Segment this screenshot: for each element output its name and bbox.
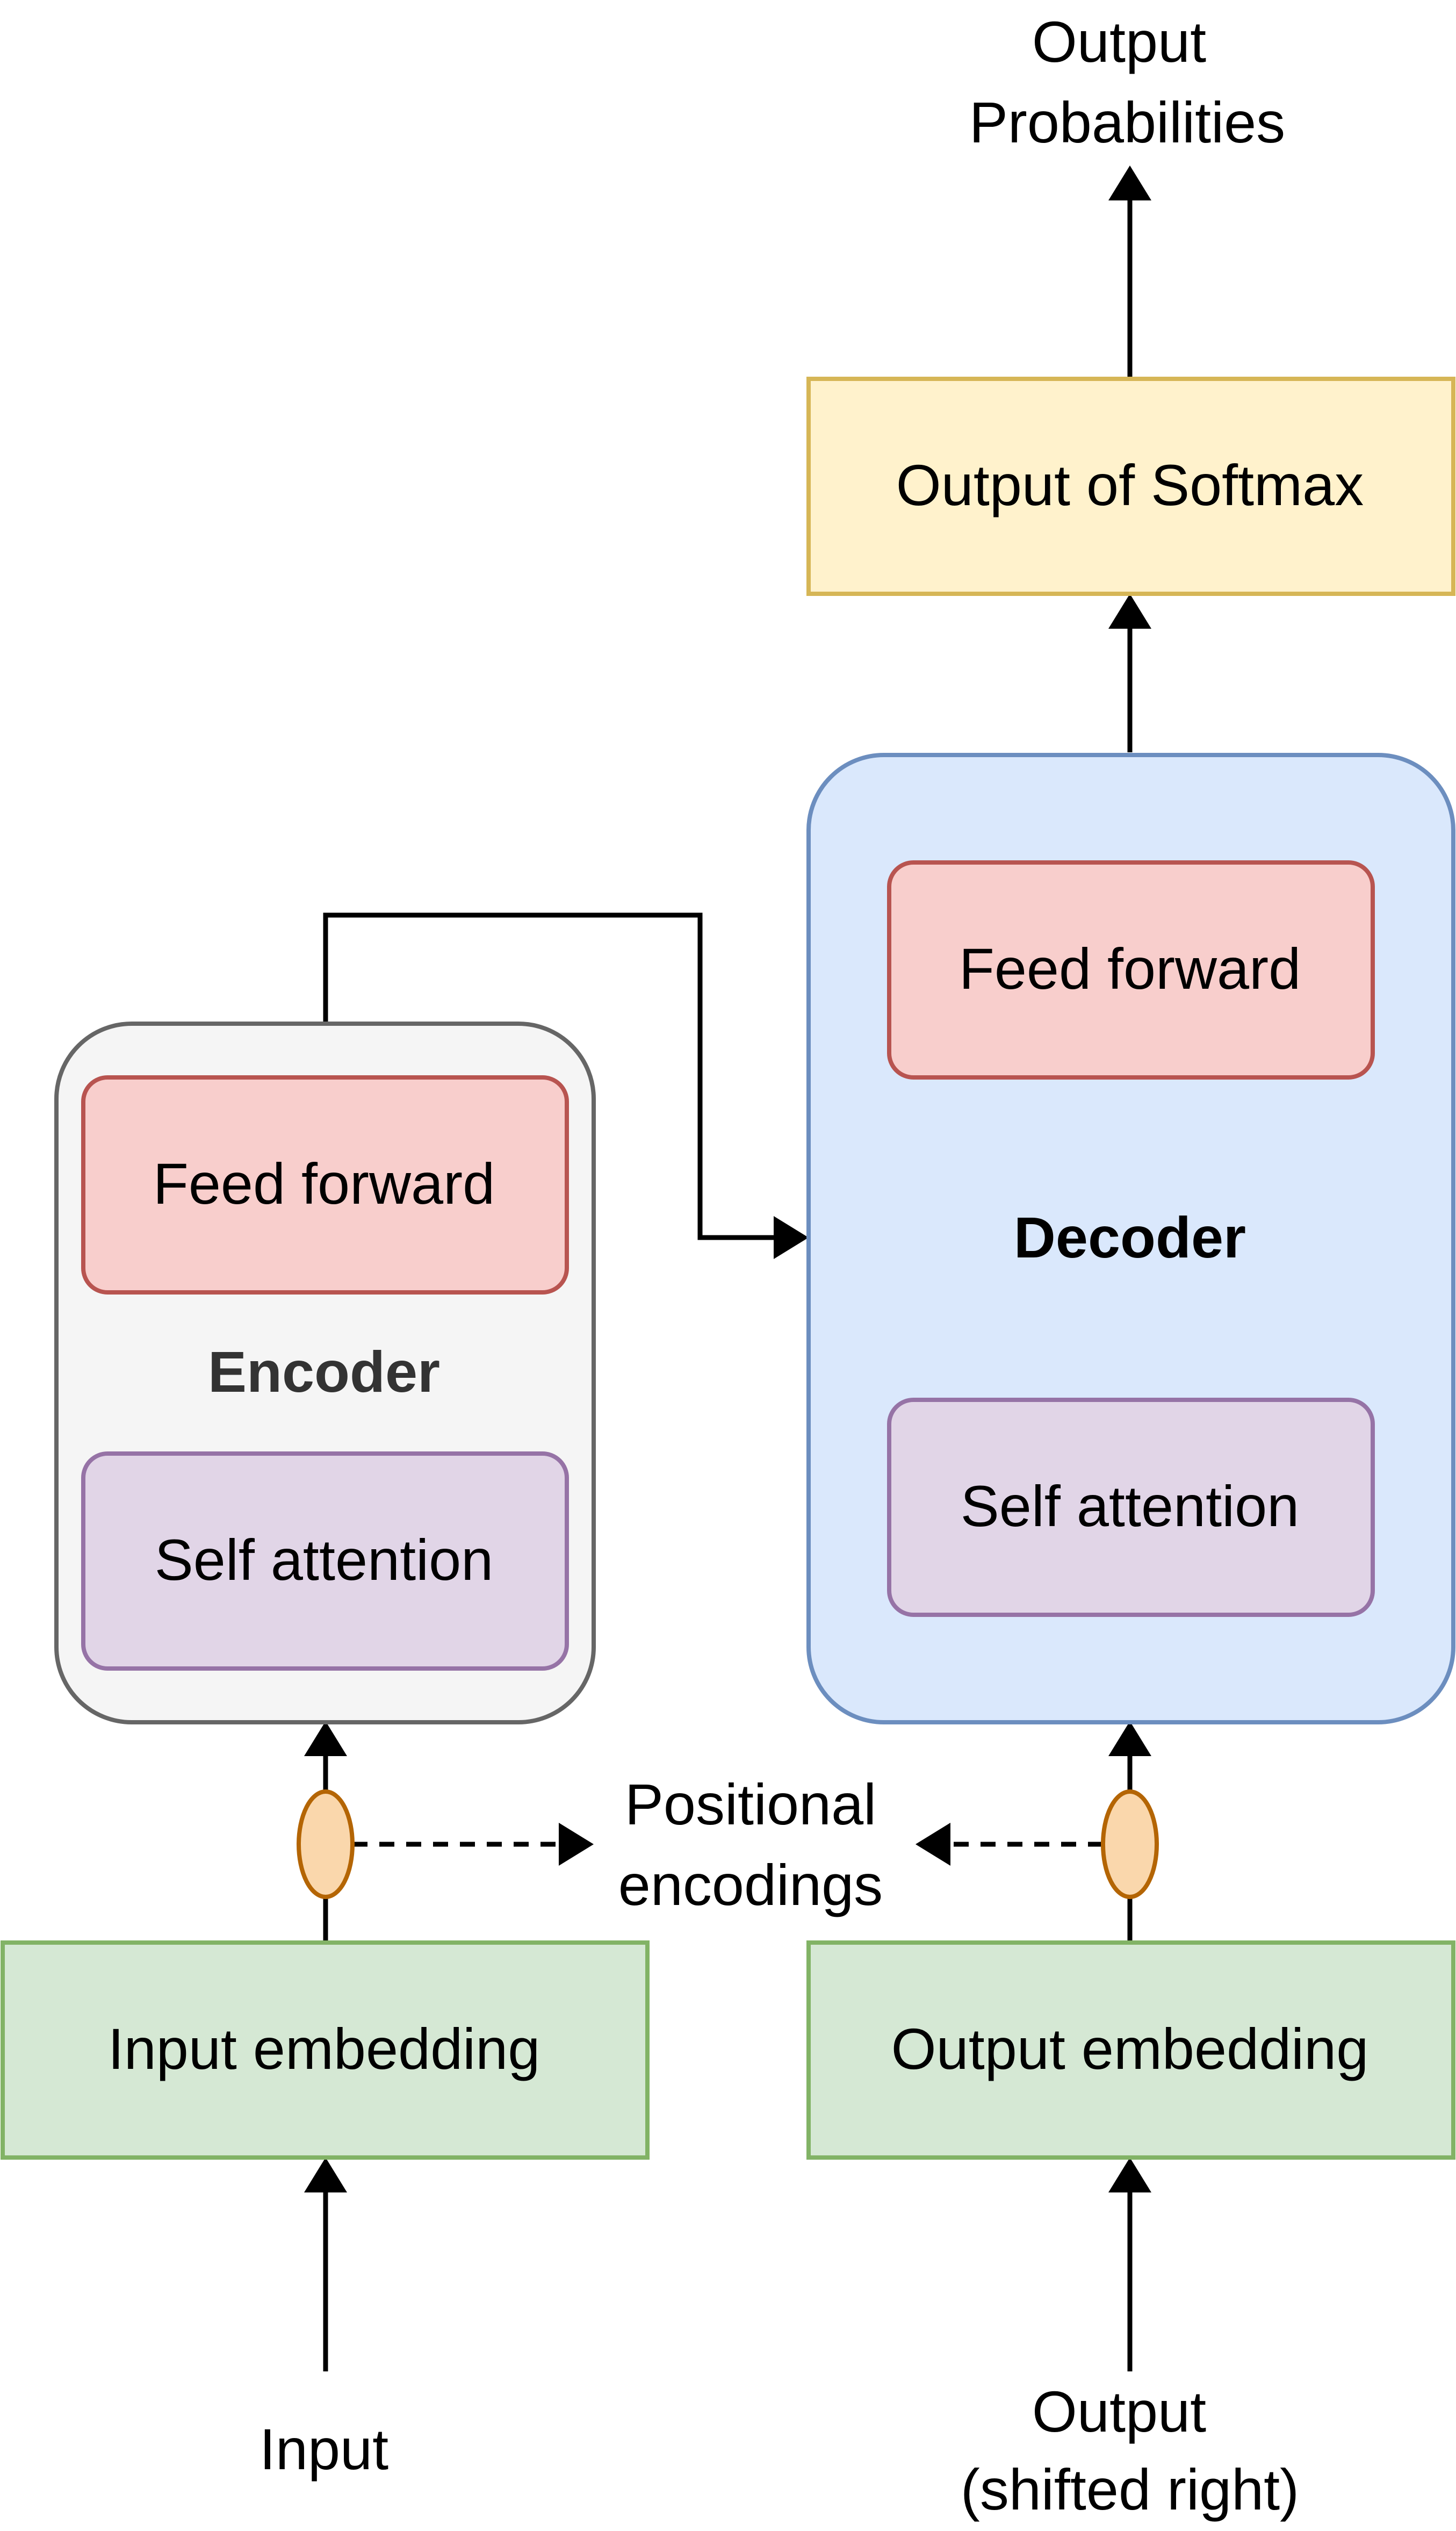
encoder-feed-forward-shape [81,1075,569,1295]
softmax-box: Output of Softmax [806,377,1455,596]
decoder-feed-forward-box: Feed forward [887,860,1375,1080]
encoder-self-attention-box: Self attention [81,1451,569,1671]
encoder-feed-forward-box: Feed forward [81,1075,569,1295]
encoder-positional-node [297,1789,355,1899]
decoder-self-attention-shape [887,1398,1375,1617]
decoder-input-arrowhead [1108,1721,1151,1756]
output-shifted-label: Output (shifted right) [961,2379,1299,2522]
output-embedding-shape [806,1940,1455,2160]
output-shifted-line-2: (shifted right) [961,2457,1299,2522]
decoder-title: Decoder [1014,1205,1246,1270]
decoder-positional-arrowhead [916,1823,950,1866]
encoder-title: Encoder [208,1339,440,1404]
input-embedding-label: Input embedding [108,2016,540,2081]
decoder-self-attention-label: Self attention [961,1473,1299,1538]
input-embedding-shape [1,1940,650,2160]
encoder-block: Feed forward Encoder Self attention [54,1022,596,1724]
output-probabilities-line-1: Output [1032,9,1206,74]
decoder-side-arrowhead [774,1216,809,1259]
encoder-feed-forward-label: Feed forward [153,1151,495,1216]
decoder-self-attention-box: Self attention [887,1398,1375,1617]
encoder-positional-arrowhead [559,1823,594,1866]
encoder-to-decoder-edge [323,912,774,1240]
encoder-self-attention-shape [81,1451,569,1671]
softmax-box-shape [806,377,1455,596]
positional-encodings-label: Positional encodings [618,1772,883,1917]
output-probabilities-line-2: Probabilities [969,90,1285,155]
output-probabilities-label: Output Probabilities [969,9,1285,155]
output-embedding-arrowhead [1108,2158,1151,2192]
encoder-self-attention-label: Self attention [155,1527,493,1592]
input-embedding-arrowhead [304,2158,347,2192]
output-embedding-box: Output embedding [806,1940,1455,2160]
output-shifted-line-1: Output [1032,2379,1206,2444]
softmax-arrowhead [1108,594,1151,629]
output-embedding-label: Output embedding [891,2016,1369,2081]
encoder-input-arrowhead [304,1721,347,1756]
softmax-label: Output of Softmax [896,452,1364,517]
decoder-positional-node [1101,1789,1159,1899]
decoder-feed-forward-shape [887,860,1375,1080]
decoder-block: Feed forward Decoder Self attention [806,753,1455,1724]
decoder-feed-forward-label: Feed forward [959,936,1301,1001]
positional-encodings-line-2: encodings [618,1852,883,1917]
probabilities-arrowhead [1108,166,1151,200]
input-embedding-box: Input embedding [1,1940,650,2160]
positional-encodings-line-1: Positional [625,1772,876,1837]
input-label: Input [260,2417,388,2482]
